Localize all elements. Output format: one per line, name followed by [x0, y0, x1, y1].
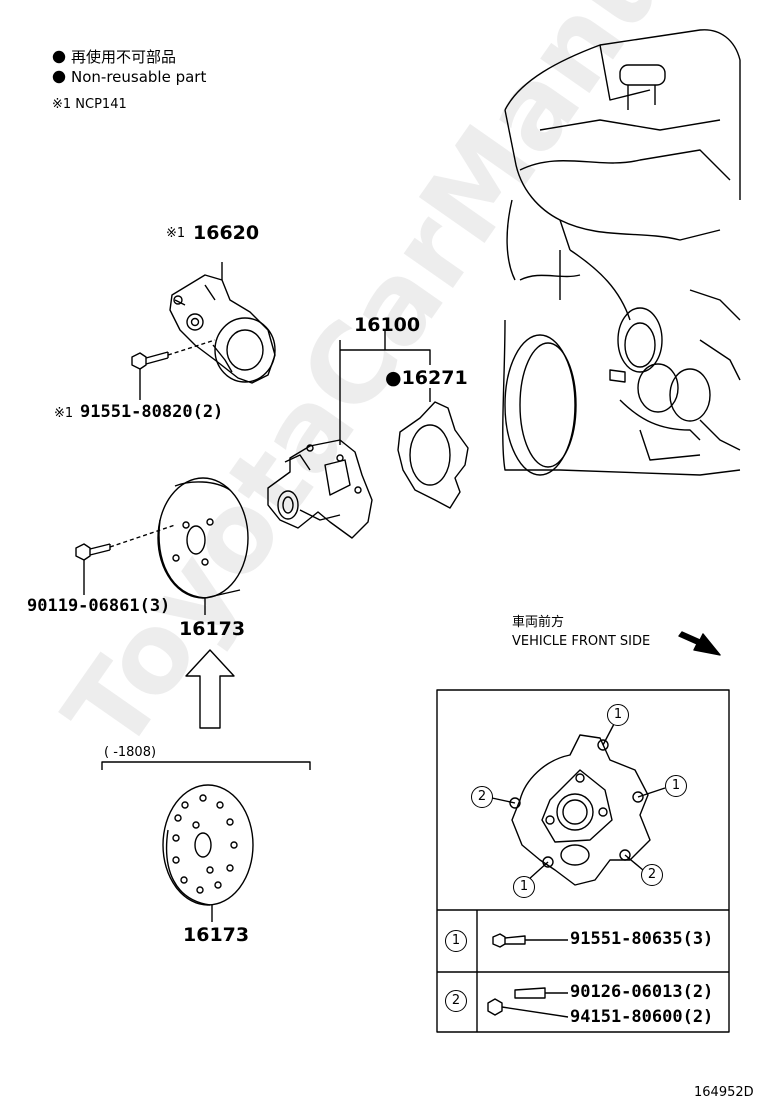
engine-block: [502, 29, 741, 476]
water-pump-gasket: [397, 388, 469, 509]
belt-tensioner: [169, 262, 276, 384]
part-number-gasket: ●16271: [385, 367, 468, 389]
callout-marker: 1: [607, 704, 629, 726]
row-marker: 1: [445, 930, 467, 952]
callout-marker: 2: [641, 864, 663, 886]
bullet-icon: [52, 50, 66, 64]
bullet-icon: [52, 70, 66, 84]
water-pump-pulley-old: [162, 784, 254, 922]
figure-id: 164952D: [694, 1085, 754, 1100]
legend-non-reusable-jp: 再使用不可部品: [71, 48, 177, 66]
front-direction-arrow-icon: [678, 631, 721, 656]
inset-box: [436, 689, 730, 1033]
callout-marker: 1: [665, 775, 687, 797]
part-number-pulley-old: 16173: [183, 924, 250, 946]
part-number-tensioner: 16620: [193, 222, 260, 244]
part-number-stud-bolt: 90126-06013(2): [570, 982, 714, 1002]
range-bracket: [101, 761, 311, 770]
water-pump-pulley: [157, 477, 249, 615]
vehicle-front-en: VEHICLE FRONT SIDE: [512, 634, 651, 649]
part-number-water-pump: 16100: [354, 314, 421, 336]
legend-note: ※1 NCP141: [52, 97, 127, 112]
part-number-pump-bolt: 91551-80635(3): [570, 929, 714, 949]
part-number-pulley: 16173: [179, 618, 246, 640]
pulley-bolt: [75, 524, 176, 595]
callout-marker: 2: [471, 786, 493, 808]
tensioner-note-mark: ※1: [166, 226, 186, 241]
vehicle-front-jp: 車両前方: [512, 615, 565, 630]
part-number-tensioner-bolt: 91551-80820(2): [80, 402, 224, 422]
water-pump: [267, 330, 431, 539]
tensioner-bolt-note-mark: ※1: [54, 406, 74, 421]
up-arrow-icon: [185, 649, 235, 729]
part-number-nut: 94151-80600(2): [570, 1007, 714, 1027]
part-number-pulley-bolt: 90119-06861(3): [27, 596, 171, 616]
row-marker: 2: [445, 990, 467, 1012]
tensioner-bolt: [131, 339, 216, 400]
legend-non-reusable-en: Non-reusable part: [71, 68, 207, 86]
pulley-old-range: ( -1808): [104, 745, 157, 760]
callout-marker: 1: [513, 876, 535, 898]
